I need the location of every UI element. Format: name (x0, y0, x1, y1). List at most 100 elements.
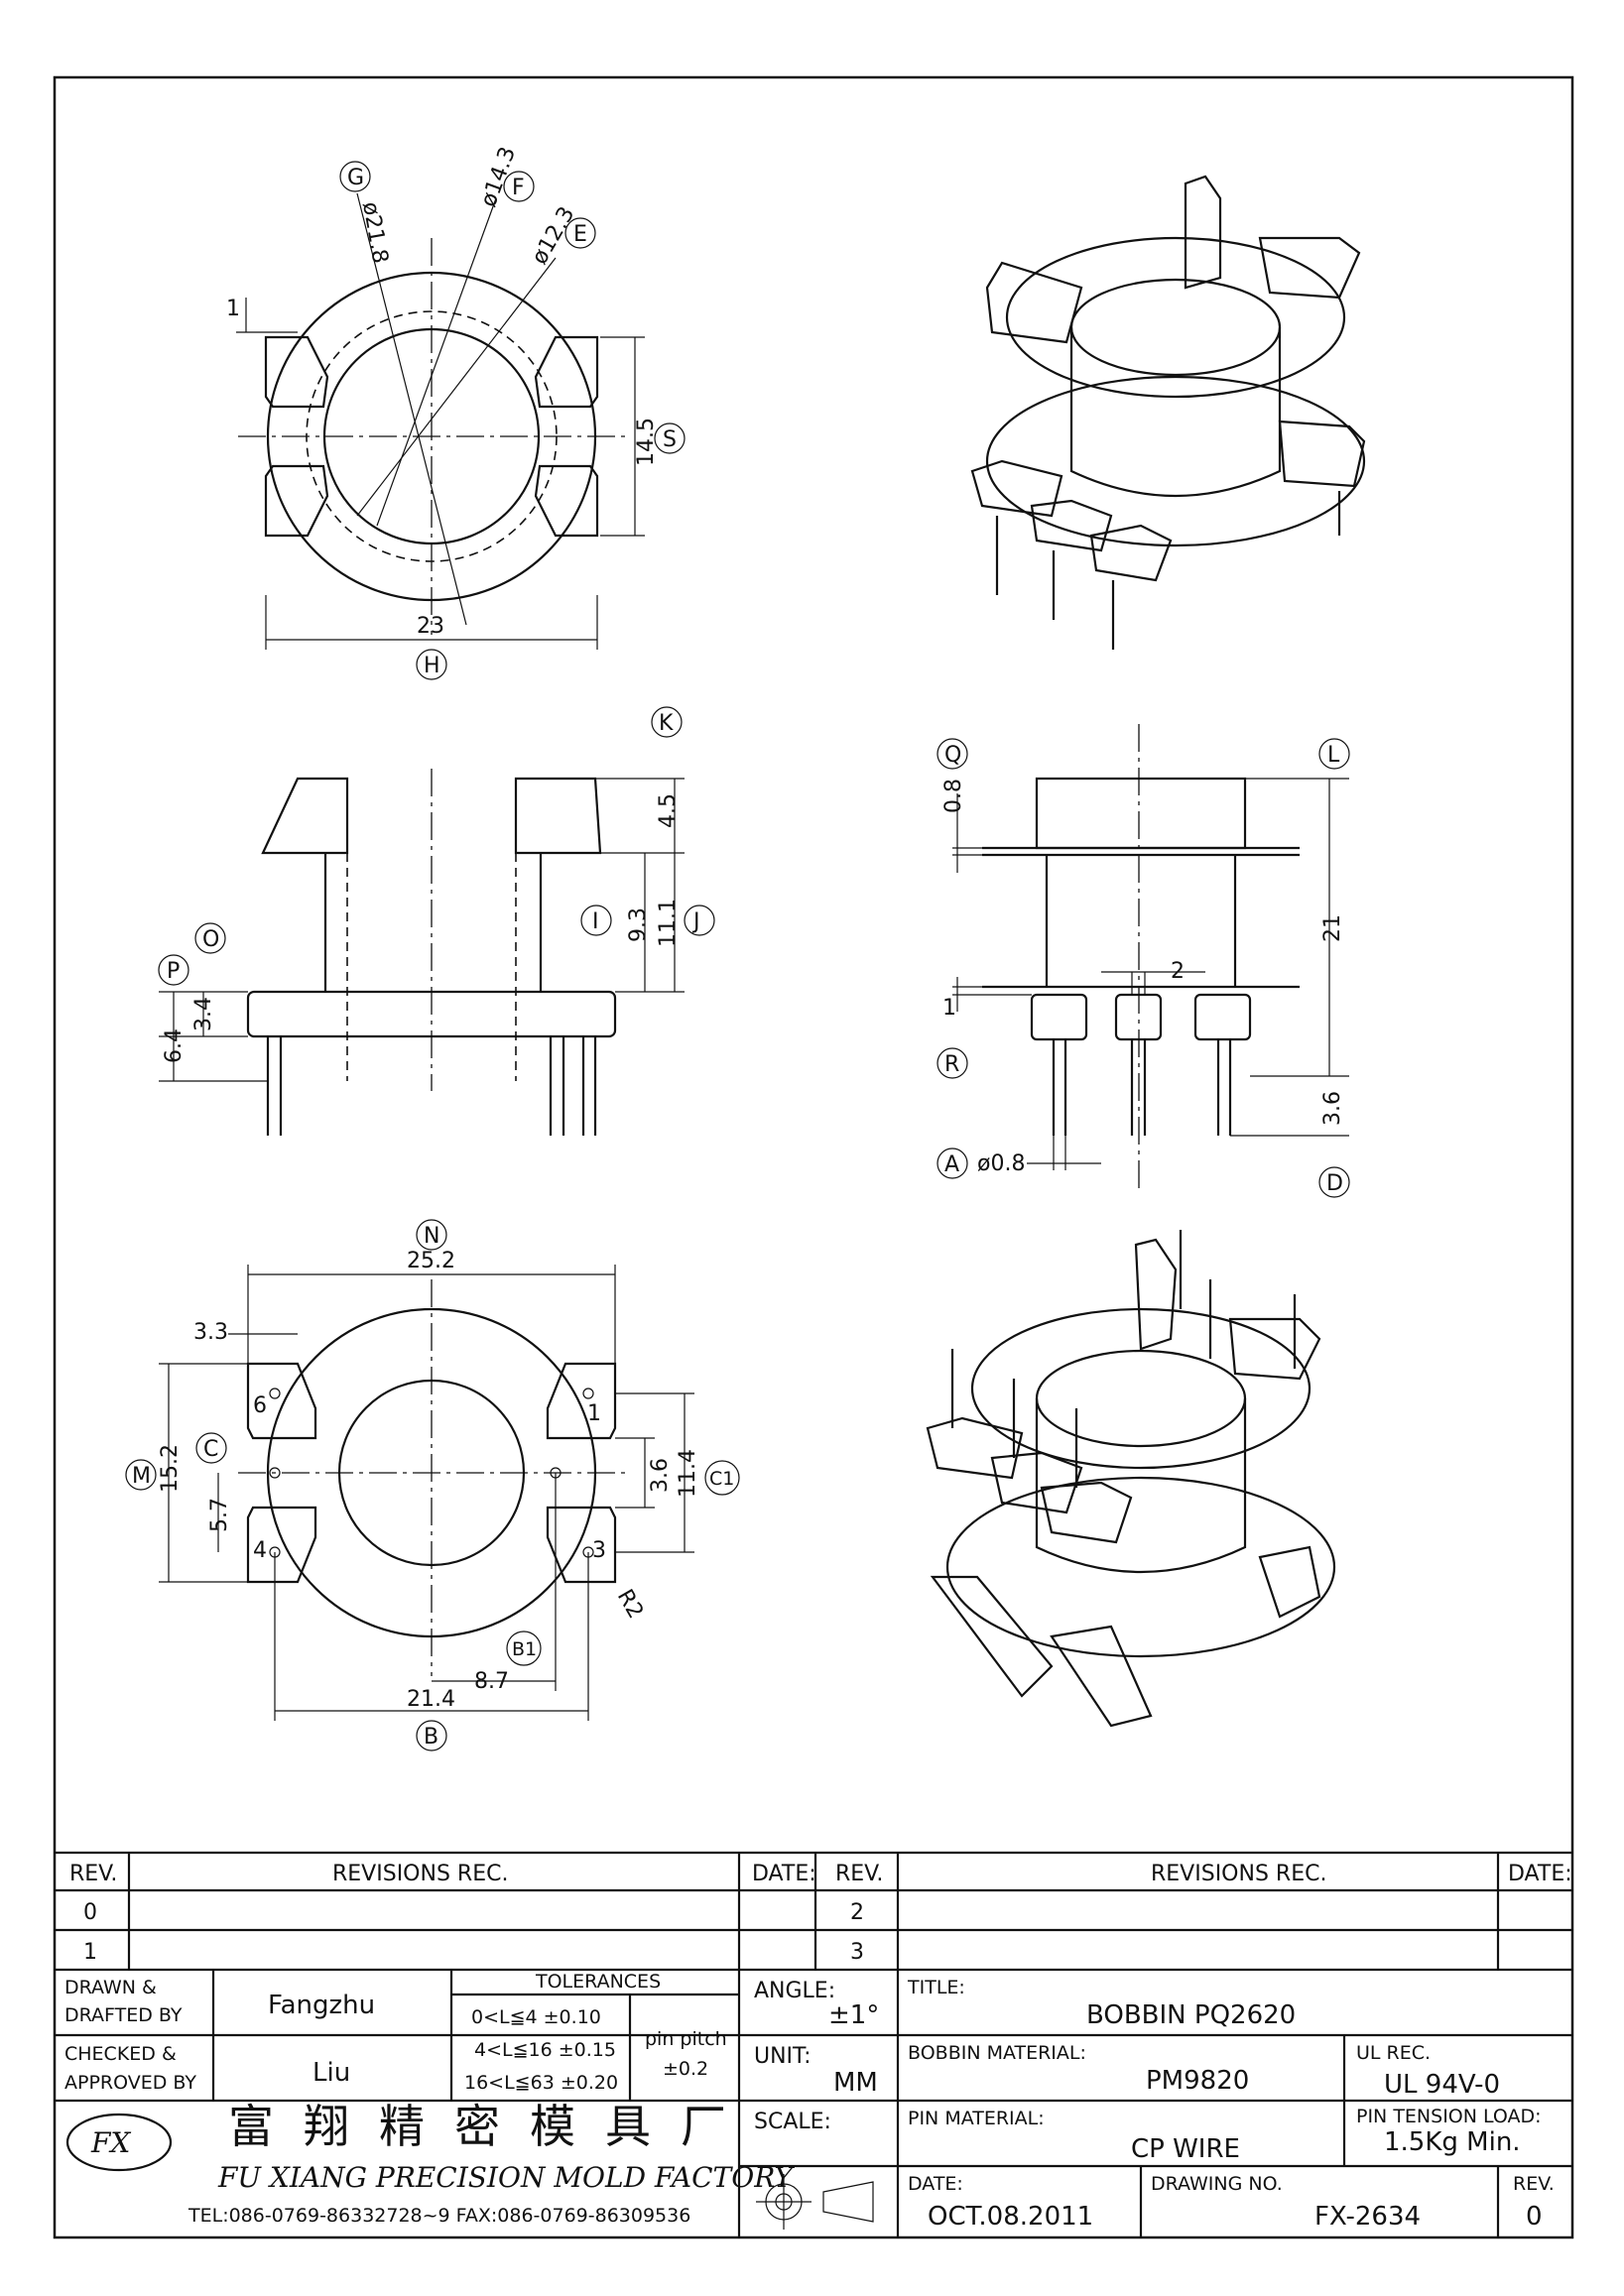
dim-c1a: 3.6 (648, 1458, 673, 1493)
dim-r: 1 (942, 996, 956, 1021)
pin-pitch-value: ±0.2 (663, 2058, 708, 2080)
drawn-by: Fangzhu (268, 1991, 375, 2020)
bottom-view: 6 1 4 3 25.2 3.3 15.2 5.7 3.6 11.4 8.7 2… (125, 1219, 740, 1752)
unit-value: MM (833, 2068, 878, 2098)
dim-j: 11.1 (656, 899, 681, 947)
rev2-header: REV. (835, 1862, 883, 1886)
tolerance-row-1: 0<L≦4 ±0.10 (471, 2006, 601, 2028)
dim-r2: R2 (612, 1586, 648, 1624)
balloon-i: I (592, 909, 599, 934)
balloon-g: G (347, 166, 364, 190)
iso-view-top (970, 175, 1366, 650)
rev-header: REV. (69, 1862, 117, 1886)
title-label: TITLE: (907, 1977, 965, 1998)
front-view: 4.5 9.3 11.1 3.4 6.4 K I J O P (158, 706, 715, 1136)
angle-label: ANGLE: (754, 1979, 835, 2003)
revisions-header: REVISIONS REC. (332, 1862, 508, 1886)
dim-2: 2 (1171, 959, 1185, 984)
dim-b: 21.4 (407, 1687, 455, 1712)
rev-row-1: 1 (83, 1940, 97, 1965)
balloon-c: C (203, 1437, 218, 1462)
company-logo: FX (65, 2113, 173, 2172)
rev-row-3: 3 (850, 1940, 864, 1965)
approved-label: APPROVED BY (64, 2072, 196, 2094)
drawing-no-value: FX-2634 (1314, 2202, 1421, 2232)
balloon-e: E (573, 222, 587, 247)
dim-h: 23 (417, 614, 444, 639)
dim-phi-e: ø12.3 (528, 202, 580, 269)
rev-value: 0 (1526, 2202, 1543, 2232)
date-header: DATE: (752, 1862, 816, 1886)
pin-6: 6 (253, 1393, 267, 1418)
dim-k: 4.5 (656, 793, 681, 828)
balloon-q: Q (944, 743, 961, 768)
date2-header: DATE: (1508, 1862, 1572, 1886)
rev-row-0: 0 (83, 1900, 97, 1925)
top-view: 1 ø21.8 ø14.3 ø12.3 14.5 23 G F E S H (226, 144, 686, 680)
unit-label: UNIT: (754, 2044, 811, 2069)
dim-m: 15.2 (158, 1444, 183, 1493)
balloon-h: H (424, 654, 440, 678)
balloon-n: N (424, 1224, 439, 1249)
balloon-r: R (944, 1052, 959, 1077)
dim-a: ø0.8 (977, 1151, 1025, 1176)
dim-p: 6.4 (162, 1028, 187, 1063)
bobbin-material-value: PM9820 (1146, 2066, 1249, 2096)
company-en: FU XIANG PRECISION MOLD FACTORY (217, 2161, 795, 2194)
date-label: DATE: (908, 2173, 963, 2195)
ul-label: UL REC. (1356, 2042, 1431, 2064)
scale-label: SCALE: (754, 2110, 831, 2134)
dim-phi-g: ø21.8 (357, 200, 392, 266)
balloon-l: L (1327, 743, 1340, 768)
pin-4: 4 (253, 1538, 267, 1563)
approved-by: Liu (312, 2058, 350, 2088)
contact-line: TEL:086-0769-86332728~9 FAX:086-0769-863… (187, 2205, 690, 2227)
angle-value: ±1° (828, 2000, 879, 2030)
drawing-no-label: DRAWING NO. (1151, 2173, 1283, 2195)
logo-text: FX (90, 2126, 131, 2159)
rev-row-2: 2 (850, 1900, 864, 1925)
balloon-k: K (659, 711, 674, 736)
rev-label: REV. (1513, 2173, 1555, 2195)
dim-1: 1 (226, 297, 240, 321)
pin-tension-label: PIN TENSION LOAD: (1356, 2106, 1542, 2127)
wing-br (534, 464, 599, 538)
dim-c1b: 11.4 (676, 1449, 700, 1498)
pin-material-value: CP WIRE (1131, 2134, 1240, 2164)
dim-b1: 8.7 (474, 1669, 509, 1694)
dim-i: 9.3 (626, 907, 651, 942)
dim-o: 3.4 (191, 997, 216, 1031)
date-value: OCT.08.2011 (928, 2202, 1093, 2232)
tolerance-row-3: 16<L≦63 ±0.20 (464, 2072, 618, 2094)
dim-l: 21 (1320, 914, 1345, 942)
balloon-j: J (691, 909, 700, 934)
balloon-a: A (944, 1152, 959, 1177)
balloon-b: B (424, 1725, 438, 1750)
balloon-p: P (167, 959, 180, 984)
dim-n: 25.2 (407, 1249, 455, 1273)
revisions2-header: REVISIONS REC. (1151, 1862, 1326, 1886)
wing-tr (534, 335, 599, 409)
tolerances-title: TOLERANCES (535, 1971, 661, 1993)
wing-bl (264, 464, 329, 538)
ul-value: UL 94V-0 (1384, 2070, 1500, 2100)
bobbin-material-label: BOBBIN MATERIAL: (908, 2042, 1086, 2064)
company-cn: 富翔精密模具厂 (228, 2100, 756, 2153)
drawn-label: DRAWN & (64, 1977, 157, 1998)
wing-tl (264, 335, 329, 409)
dim-c: 5.7 (207, 1498, 232, 1532)
drawing-border (53, 75, 1574, 2239)
iso-view-bottom (926, 1230, 1336, 1728)
pin-tension-value: 1.5Kg Min. (1384, 2127, 1521, 2157)
title-value: BOBBIN PQ2620 (1086, 2000, 1296, 2030)
pin-pitch-label: pin pitch (645, 2028, 727, 2050)
side-view: 21 3.6 0.8 1 2 ø0.8 Q L R A D (937, 724, 1350, 1198)
balloon-b1: B1 (512, 1638, 537, 1660)
balloon-f: F (512, 176, 525, 200)
dim-d: 3.6 (1320, 1091, 1345, 1126)
balloon-c1: C1 (709, 1468, 734, 1490)
dim-q: 0.8 (941, 779, 966, 813)
drafted-label: DRAFTED BY (64, 2004, 183, 2026)
pin-3: 3 (592, 1538, 606, 1563)
balloon-d: D (1326, 1171, 1343, 1196)
